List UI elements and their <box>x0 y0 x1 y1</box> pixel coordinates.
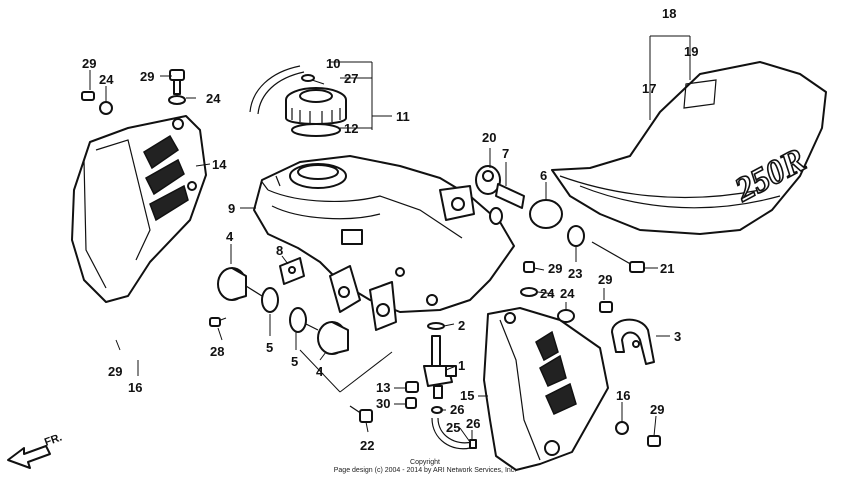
fuel-valve-assembly <box>423 322 477 450</box>
callout-3: 3 <box>674 329 681 344</box>
callout-9: 9 <box>228 201 235 216</box>
callout-29: 29 <box>108 364 122 379</box>
callout-26: 26 <box>466 416 480 431</box>
callout-24: 24 <box>99 72 114 87</box>
callout-labels: 29 24 29 24 14 10 27 11 12 9 4 8 28 5 5 … <box>82 6 698 453</box>
fuel-cap <box>249 65 347 137</box>
bolt-group-upper-left <box>81 69 186 115</box>
callout-8: 8 <box>276 243 283 258</box>
callout-15: 15 <box>460 388 474 403</box>
callout-6: 6 <box>540 168 547 183</box>
callout-19: 19 <box>684 44 698 59</box>
front-arrow: FR. <box>7 431 64 469</box>
callout-2: 2 <box>458 318 465 333</box>
callout-28: 28 <box>210 344 224 359</box>
copyright: Copyright Page design (c) 2004 - 2014 by… <box>334 459 517 474</box>
left-mount-set <box>209 267 349 355</box>
copyright-line2: Page design (c) 2004 - 2014 by ARI Netwo… <box>334 467 517 474</box>
callout-11: 11 <box>396 109 410 124</box>
callout-7: 7 <box>502 146 509 161</box>
valve-bolts <box>349 381 419 423</box>
bracket <box>279 257 305 285</box>
callout-4: 4 <box>316 364 324 379</box>
copyright-line1: Copyright <box>410 459 440 466</box>
callout-27: 27 <box>344 71 358 86</box>
callout-5: 5 <box>291 354 298 369</box>
callout-1: 1 <box>458 358 465 373</box>
callout-25: 25 <box>446 420 460 435</box>
callout-12: 12 <box>344 121 358 136</box>
bolt-group-right <box>520 261 661 447</box>
callout-24: 24 <box>560 286 575 301</box>
clamp <box>611 318 655 365</box>
right-side-cover <box>483 307 609 471</box>
left-side-cover <box>71 115 207 303</box>
callout-29: 29 <box>598 272 612 287</box>
callout-22: 22 <box>360 438 374 453</box>
callout-5: 5 <box>266 340 273 355</box>
front-arrow-label: FR. <box>43 431 64 448</box>
callout-10: 10 <box>326 56 340 71</box>
callout-24: 24 <box>206 91 221 106</box>
seat-mount-set <box>475 165 645 273</box>
callout-17: 17 <box>642 81 656 96</box>
callout-23: 23 <box>568 266 582 281</box>
callout-30: 30 <box>376 396 390 411</box>
fuel-tank <box>253 155 515 331</box>
callout-20: 20 <box>482 130 496 145</box>
callout-18: 18 <box>662 6 676 21</box>
callout-29: 29 <box>650 402 664 417</box>
callout-21: 21 <box>660 261 674 276</box>
callout-16: 16 <box>128 380 142 395</box>
leader-lines <box>89 35 691 443</box>
callout-29: 29 <box>140 69 154 84</box>
callout-16: 16 <box>616 388 630 403</box>
seat: 250R <box>551 61 827 235</box>
callout-14: 14 <box>212 157 227 172</box>
callout-26: 26 <box>450 402 464 417</box>
callout-24: 24 <box>540 286 555 301</box>
callout-4: 4 <box>226 229 234 244</box>
callout-29: 29 <box>548 261 562 276</box>
callout-29: 29 <box>82 56 96 71</box>
callout-13: 13 <box>376 380 390 395</box>
